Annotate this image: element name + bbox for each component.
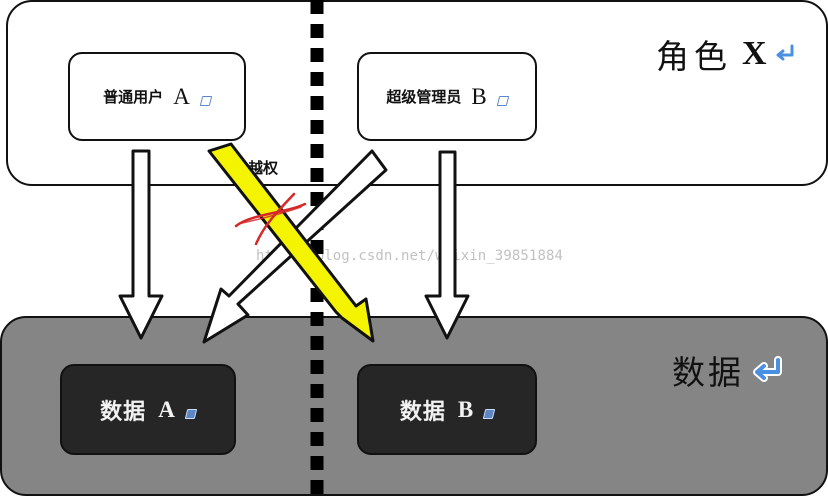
user-a-label: 普通用户 (103, 88, 164, 106)
admin-b-letter: B (471, 83, 487, 109)
data-b-label-group: 数据 B (359, 366, 535, 453)
down-arrow-user-to-data-a (118, 149, 164, 340)
return-icon (753, 356, 782, 382)
admin-b-label: 超级管理员 (386, 88, 462, 106)
role-title-variable: X (742, 35, 767, 72)
admin-b-label-group: 超级管理员 B (359, 54, 535, 139)
data-b-letter: B (457, 396, 474, 422)
watermark-text: http://blog.csdn.net/weixin_39851884 (256, 248, 564, 264)
data-a-letter: A (158, 396, 175, 422)
user-a-letter: A (173, 83, 190, 109)
override-label: 越权 (248, 159, 279, 177)
role-title: 角色 X (656, 31, 797, 77)
return-icon (776, 44, 794, 61)
user-a-box: 普通用户 A (68, 52, 246, 141)
data-a-label-group: 数据 A (62, 366, 234, 453)
data-a-box: 数据 A (60, 364, 236, 455)
admin-b-box: 超级管理员 B (357, 52, 537, 141)
data-title: 数据 (672, 345, 784, 395)
data-b-label: 数据 (399, 399, 446, 425)
override-arrow-user-to-data-b (207, 142, 375, 343)
data-a-label: 数据 (100, 399, 147, 425)
data-title-label: 数据 (672, 353, 744, 392)
data-b-box: 数据 B (357, 364, 537, 455)
cross-mark-icon (234, 192, 307, 246)
down-arrow-admin-to-data-b (424, 150, 470, 340)
role-title-label: 角色 (656, 37, 732, 76)
user-a-label-group: 普通用户 A (70, 54, 244, 139)
